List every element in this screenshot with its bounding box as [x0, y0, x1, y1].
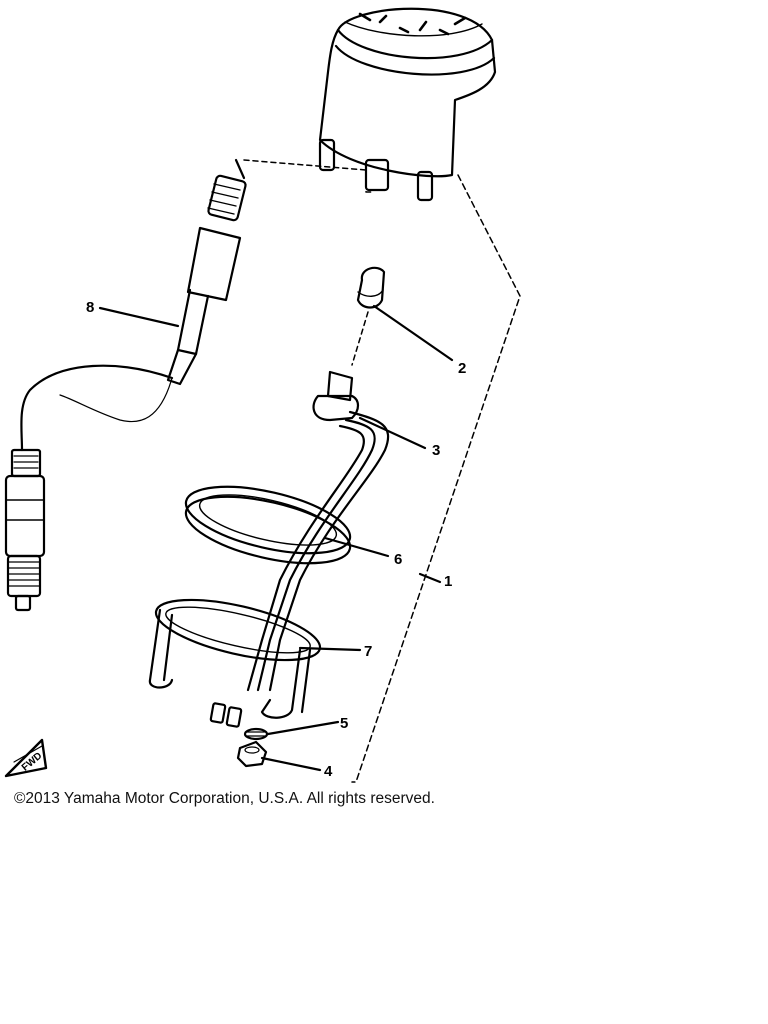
callout-7: 7: [364, 643, 372, 660]
callout-4: 4: [324, 763, 333, 780]
meter-cable: [4, 158, 247, 612]
callout-6: 6: [394, 551, 402, 568]
callout-2: 2: [458, 360, 466, 377]
spring-washer: [243, 727, 269, 741]
callout-5: 5: [340, 715, 348, 732]
fwd-arrow-icon: [4, 738, 48, 778]
callout-3: 3: [432, 442, 440, 459]
nut: [236, 740, 268, 768]
bulb: [356, 266, 386, 309]
socket-cord: [209, 370, 390, 728]
copyright-text: ©2013 Yamaha Motor Corporation, U.S.A. A…: [14, 790, 435, 807]
callout-1: 1: [444, 573, 452, 590]
callout-8: 8: [86, 299, 94, 316]
meter-bracket: [148, 598, 322, 719]
meter-assembly: [318, 7, 497, 202]
gasket-ring: [184, 485, 352, 565]
